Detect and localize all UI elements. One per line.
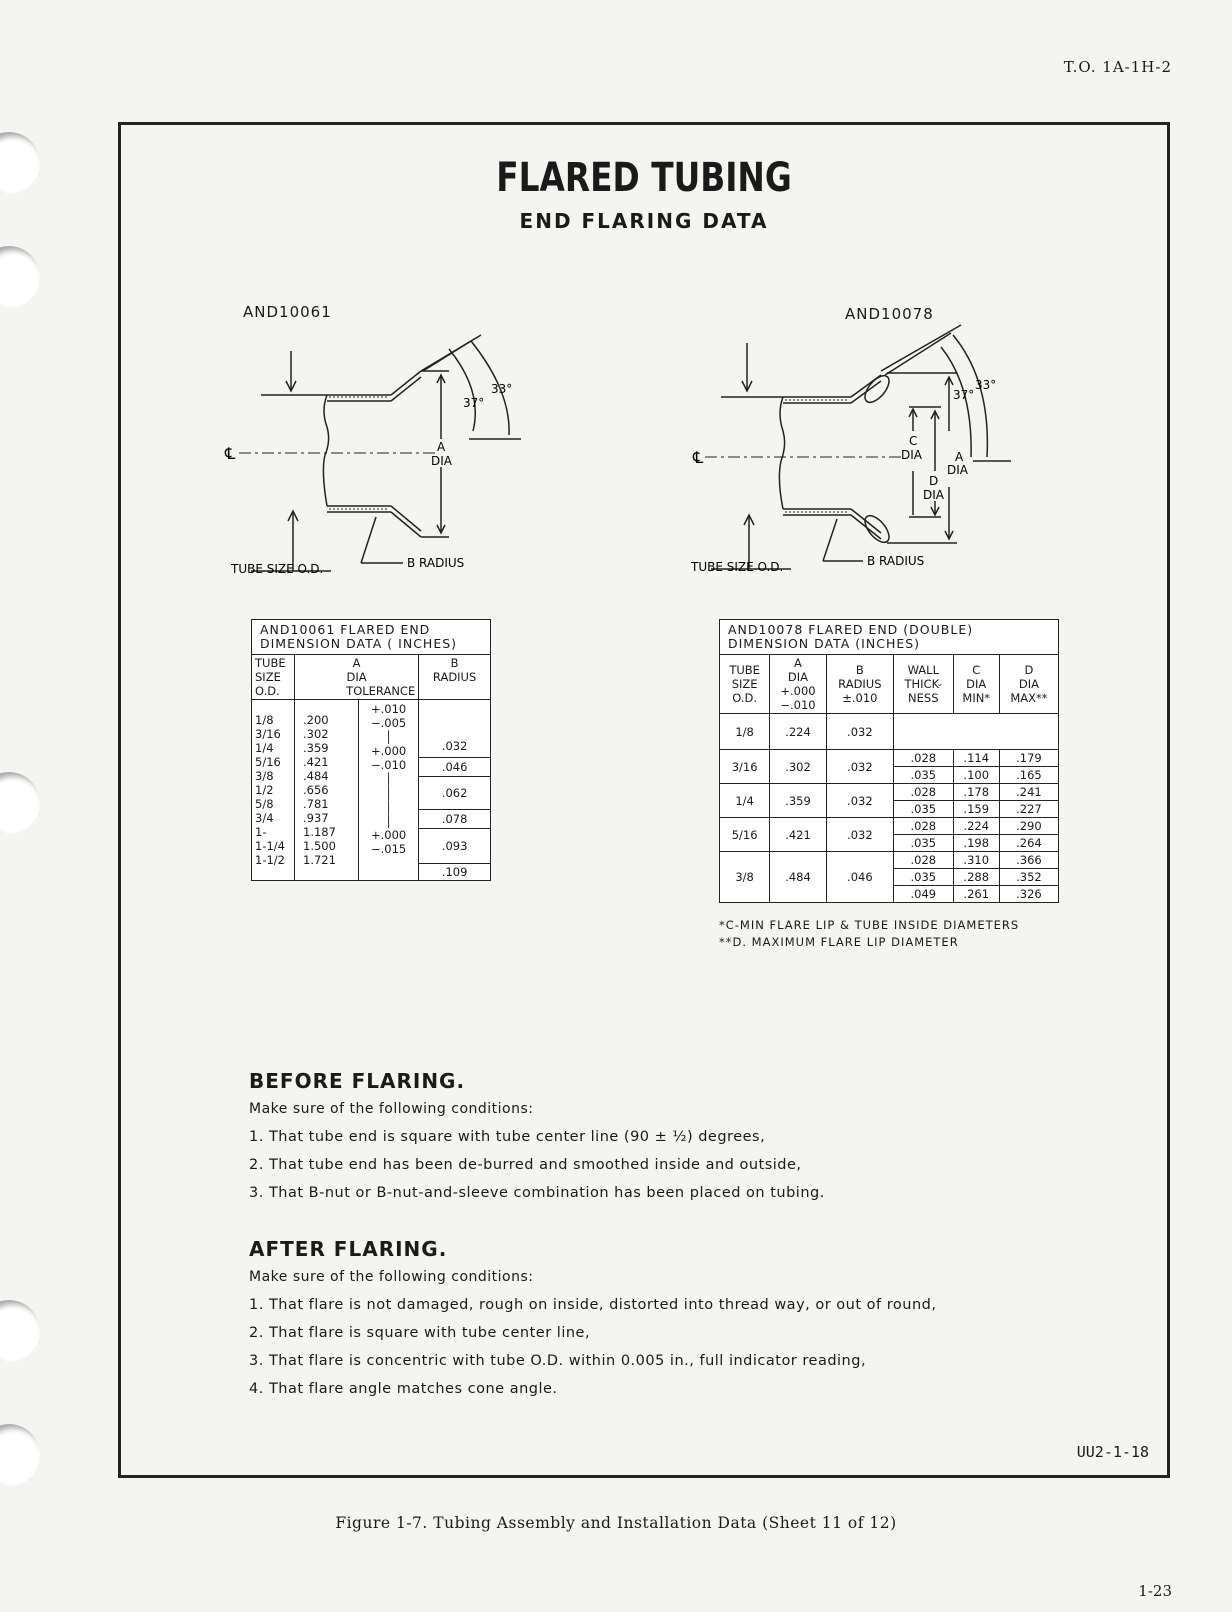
page-number: 1-23	[1138, 1582, 1172, 1600]
figure-caption: Figure 1-7. Tubing Assembly and Installa…	[335, 1514, 897, 1532]
table-row: .035 .100 .165	[720, 766, 1060, 784]
table-row: 1/8 .224 .032	[718, 713, 1059, 750]
after-flaring-heading: AFTER FLARING.	[249, 1237, 448, 1261]
right-b-radius-label: B RADIUS	[867, 554, 924, 568]
right-centerline-symbol: ℄	[692, 448, 704, 467]
list-item: 2. That tube end has been de-burred and …	[249, 1157, 802, 1173]
left-a-label: A	[437, 440, 446, 454]
right-diagram-name: AND10078	[845, 305, 934, 323]
table2-title: AND10078 FLARED END (DOUBLE)DIMENSION DA…	[719, 619, 1059, 655]
before-flaring-section: BEFORE FLARING. Make sure of the followi…	[249, 1069, 825, 1201]
before-flaring-intro: Make sure of the following conditions:	[249, 1101, 534, 1117]
table-row: .035 .198 .264	[720, 834, 1060, 852]
left-centerline-symbol: ℄	[224, 444, 236, 463]
left-b-radius-label: B RADIUS	[407, 556, 464, 570]
left-angle-37: 37°	[463, 396, 484, 410]
left-angle-33: 33°	[491, 382, 512, 396]
before-flaring-heading: BEFORE FLARING.	[249, 1069, 466, 1093]
binder-hole	[0, 132, 40, 194]
table1-tolerances: +.010−.005 │ +.000−.010 ││││ +.000−.015	[358, 699, 420, 881]
list-item: 3. That flare is concentric with tube O.…	[249, 1353, 867, 1369]
page-title: FLARED TUBING	[496, 155, 792, 201]
table-row: 3/16 .302 .032 .028 .114 .179	[718, 749, 1060, 784]
right-c-label: C	[909, 434, 917, 448]
table-row: 1/4 .359 .032 .028 .178 .241	[718, 783, 1060, 818]
right-c-dia-label: DIA	[901, 448, 923, 462]
left-flare-diagram: 37° 33° ℄ A DIA TUBE SIZE O.D. B RADIUS	[224, 334, 521, 576]
after-flaring-intro: Make sure of the following conditions:	[249, 1269, 534, 1285]
footnote-d-max: **D. MAXIMUM FLARE LIP DIAMETER	[719, 935, 959, 949]
right-a-label: A	[955, 450, 964, 464]
figure-code: UU2-1-18	[1076, 1443, 1149, 1461]
left-diagram-name: AND10061	[243, 303, 332, 321]
list-item: 1. That tube end is square with tube cen…	[249, 1129, 766, 1145]
right-flare-diagram: 37° 33° ℄ C DIA A DIA D DIA TUBE SIZE O.…	[691, 324, 1011, 574]
table-row: 5/16 .421 .032 .028 .224 .290	[718, 817, 1060, 852]
left-tube-size-label: TUBE SIZE O.D.	[230, 562, 323, 576]
binder-hole	[0, 772, 40, 834]
table-row: .035 .288 .352	[720, 868, 1060, 886]
left-dia-label: DIA	[431, 454, 453, 468]
right-tube-size-label: TUBE SIZE O.D.	[691, 560, 783, 574]
binder-hole	[0, 246, 40, 308]
table1-radii: .032 .046 .062 .078 .093 .109	[418, 699, 491, 881]
binder-hole	[0, 1424, 40, 1486]
right-d-dia-label: DIA	[923, 488, 945, 502]
table-row: 3/8 .484 .046 .028 .310 .366	[718, 851, 1060, 903]
right-a-dia-label: DIA	[947, 463, 969, 477]
right-angle-33: 33°	[975, 378, 996, 392]
tech-order-number: T.O. 1A-1H-2	[1063, 58, 1172, 76]
figure-frame: FLARED TUBING END FLARING DATA AND10061	[118, 122, 1170, 1478]
right-d-label: D	[929, 474, 938, 488]
footnote-c-min: *C-MIN FLARE LIP & TUBE INSIDE DIAMETERS	[719, 918, 1020, 932]
list-item: 3. That B-nut or B-nut-and-sleeve combin…	[249, 1185, 825, 1201]
and10078-table: AND10078 FLARED END (DOUBLE)DIMENSION DA…	[718, 619, 1060, 903]
list-item: 1. That flare is not damaged, rough on i…	[249, 1297, 937, 1313]
list-item: 2. That flare is square with tube center…	[249, 1325, 591, 1341]
table2-footnotes: *C-MIN FLARE LIP & TUBE INSIDE DIAMETERS…	[719, 917, 1019, 951]
right-angle-37: 37°	[953, 388, 974, 402]
page-subtitle: END FLARING DATA	[519, 209, 769, 233]
list-item: 4. That flare angle matches cone angle.	[249, 1381, 558, 1397]
after-flaring-section: AFTER FLARING. Make sure of the followin…	[249, 1237, 936, 1397]
table-row: .049 .261 .326	[720, 885, 1060, 903]
binder-hole	[0, 1300, 40, 1362]
